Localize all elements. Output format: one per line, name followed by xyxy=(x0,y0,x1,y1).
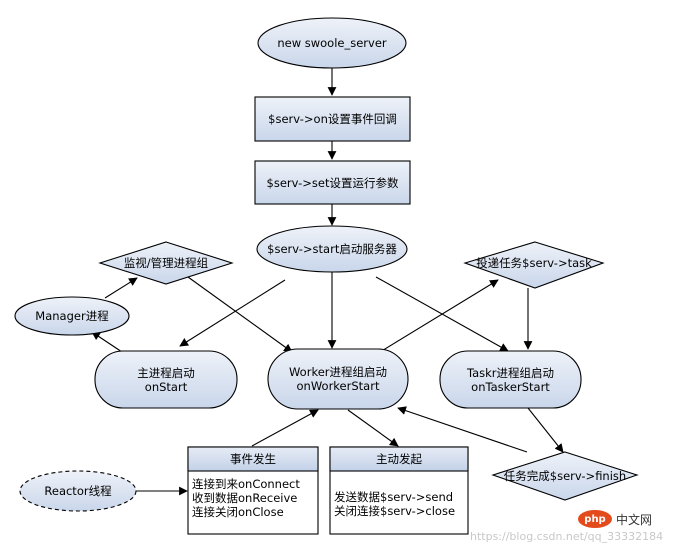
node-task-finish: 任务完成$serv->finish xyxy=(503,469,627,483)
node-monitor-shape xyxy=(98,241,234,285)
node-manager-shape xyxy=(14,296,130,336)
node-serv-on: $serv->on设置事件回调 xyxy=(268,112,397,126)
edge-master-to-manager xyxy=(91,331,123,353)
node-deliver-shape xyxy=(463,241,605,289)
node-reactor: Reactor线程 xyxy=(44,484,112,498)
node-new-server: new swoole_server xyxy=(277,36,387,50)
edge-start-to-master xyxy=(179,279,286,347)
edge-events-to-worker xyxy=(251,409,319,447)
node-serv-set: $serv->set设置运行参数 xyxy=(266,175,399,190)
edge-worker-to-deliver xyxy=(379,279,499,353)
edge-tasker-to-finish xyxy=(527,407,564,453)
edge-monitor-to-worker xyxy=(187,276,293,353)
edge-worker-to-active xyxy=(347,409,399,447)
node-reactor-shape xyxy=(19,470,137,512)
events-box-header: 事件发生 xyxy=(230,452,276,466)
node-serv-start-shape xyxy=(256,225,408,273)
node-manager: Manager进程 xyxy=(35,309,109,323)
node-finish-shape xyxy=(491,451,639,501)
node-monitor: 监视/管理进程组 xyxy=(123,256,209,270)
node-serv-on-shape xyxy=(254,96,411,142)
watermark-url: https://blog.csdn.net/qq_33332184 xyxy=(470,530,664,543)
edge-finish-to-worker xyxy=(397,406,528,453)
active-box-header-shape xyxy=(329,446,469,472)
node-worker: Worker进程组启动 onWorkerStart xyxy=(288,365,387,393)
php-logo-suffix: 中文网 xyxy=(616,513,653,527)
node-master: 主进程启动 onStart xyxy=(137,365,195,394)
active-box-body: 发送数据$serv->send 关闭连接$serv->close xyxy=(334,490,456,518)
node-serv-set-shape xyxy=(254,160,411,205)
events-box-body: 连接到来onConnect 收到数据onReceive 连接关闭onClose xyxy=(192,477,300,519)
node-new-server-shape xyxy=(257,17,407,69)
active-box-header: 主动发起 xyxy=(376,452,422,466)
edge-manager-to-monitor xyxy=(104,277,138,299)
node-deliver-task: 投递任务$serv->task xyxy=(476,256,592,270)
events-box-header-shape xyxy=(187,446,319,472)
php-logo: php xyxy=(578,510,612,528)
node-tasker-shape xyxy=(439,350,582,409)
node-master-shape xyxy=(94,350,238,409)
node-worker-shape xyxy=(267,348,409,410)
node-tasker: Taskr进程组启动 onTaskerStart xyxy=(466,365,555,394)
node-serv-start: $serv->start启动服务器 xyxy=(267,242,397,256)
